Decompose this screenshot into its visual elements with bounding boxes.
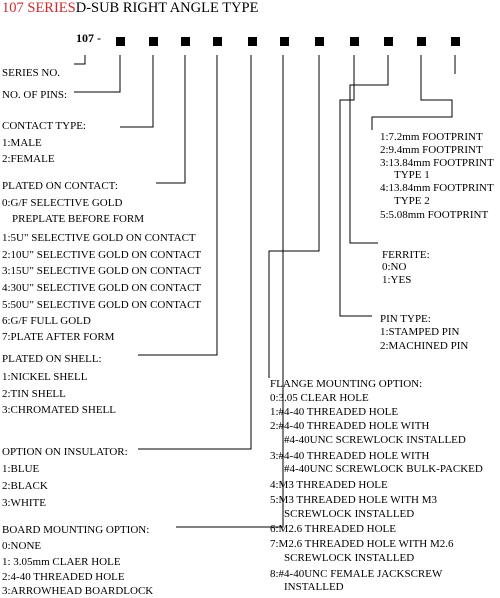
plated-contact-option-3: 3:15U" SELECTIVE GOLD ON CONTACT (2, 265, 202, 277)
flange-option-4: 4:M3 THREADED HOLE (270, 479, 388, 491)
flange-option-2: 2:#4-40 THREADED HOLE WITH (270, 420, 430, 432)
plated-shell-option-3: 3:CHROMATED SHELL (2, 404, 116, 416)
flange-option-5b: SCREWLOCK INSTALLED (284, 508, 415, 520)
contact-type-option-2: 2:FEMALE (2, 153, 55, 165)
contact-type-label: CONTACT TYPE: (2, 120, 86, 132)
code-box-7 (315, 37, 324, 46)
part-code-prefix: 107 - (76, 31, 101, 45)
footprint-option-1: 1:7.2mm FOOTPRINT (380, 131, 483, 143)
flange-option-3b: #4-40UNC SCREWLOCK BULK-PACKED (284, 463, 483, 475)
flange-option-1: 1:#4-40 THREADED HOLE (270, 406, 399, 418)
flange-option-8: 8:#4-40UNC FEMALE JACKSCREW (270, 568, 443, 580)
footprint-option-5: 5:5.08mm FOOTPRINT (380, 209, 489, 221)
page-title: 107 SERIESD-SUB RIGHT ANGLE TYPE (2, 0, 258, 17)
plated-contact-option-4: 4:30U" SELECTIVE GOLD ON CONTACT (2, 282, 202, 294)
line-series-no (74, 55, 86, 65)
pin-type-option-1: 1:STAMPED PIN (380, 326, 460, 338)
line-board-mounting (176, 55, 284, 528)
code-box-4 (213, 37, 222, 46)
flange-option-7: 7:M2.6 THREADED HOLE WITH M2.6 (270, 538, 454, 550)
plated-contact-option-2: 2:10U" SELECTIVE GOLD ON CONTACT (2, 249, 202, 261)
plated-contact-option-7: 7:PLATE AFTER FORM (2, 331, 115, 343)
line-ferrite (349, 55, 389, 244)
ferrite-option-1: 1:YES (382, 274, 412, 286)
plated-contact-option-5: 5:50U" SELECTIVE GOLD ON CONTACT (2, 299, 202, 311)
code-box-9 (384, 37, 393, 46)
line-no-of-pins (74, 55, 121, 93)
board-mounting-option-1: 1: 3.05mm CLAER HOLE (2, 556, 121, 568)
no-of-pins-label: NO. OF PINS: (2, 89, 68, 101)
plated-contact-label: PLATED ON CONTACT: (2, 180, 118, 192)
line-footprint (371, 55, 453, 130)
flange-option-5: 5:M3 THREADED HOLE WITH M3 (270, 494, 438, 506)
line-contact-type (120, 55, 154, 128)
board-mounting-option-3: 3:ARROWHEAD BOARDLOCK (2, 585, 154, 597)
insulator-label: OPTION ON INSULATOR: (2, 446, 128, 458)
board-mounting-option-0: 0:NONE (2, 540, 42, 552)
line-plated-contact (156, 55, 186, 184)
insulator-option-1: 1:BLUE (2, 463, 40, 475)
series-no-label: SERIES NO. (2, 67, 61, 79)
plated-shell-option-2: 2:TIN SHELL (2, 388, 66, 400)
line-plated-shell (138, 55, 218, 356)
code-box-3 (181, 37, 190, 46)
flange-option-2b: #4-40UNC SCREWLOCK INSTALLED (284, 434, 466, 446)
footprint-option-4: 4:13.84mm FOOTPRINT (380, 182, 494, 194)
ferrite-option-0: 0:NO (382, 261, 407, 273)
board-mounting-option-2: 2:4-40 THREADED HOLE (2, 571, 125, 583)
code-box-8 (350, 37, 359, 46)
footprint-option-3b: TYPE 1 (394, 169, 430, 181)
plated-shell-option-1: 1:NICKEL SHELL (2, 371, 88, 383)
type-title: D-SUB RIGHT ANGLE TYPE (75, 0, 259, 16)
code-box-1 (116, 37, 125, 46)
flange-label: FLANGE MOUNTING OPTION: (270, 378, 423, 390)
code-box-10 (417, 37, 426, 46)
flange-option-6: 6:M2.6 THREADED HOLE (270, 523, 396, 535)
code-box-11 (451, 37, 460, 46)
footprint-option-2: 2:9.4mm FOOTPRINT (380, 144, 483, 156)
board-mounting-label: BOARD MOUNTING OPTION: (2, 524, 150, 536)
insulator-option-3: 3:WHITE (2, 497, 46, 509)
plated-contact-option-0: 0:G/F SELECTIVE GOLD (2, 197, 123, 209)
plated-shell-label: PLATED ON SHELL: (2, 353, 102, 365)
footprint-option-3: 3:13.84mm FOOTPRINT (380, 157, 494, 169)
contact-type-option-1: 1:MALE (2, 137, 42, 149)
plated-contact-option-0b: PREPLATE BEFORE FORM (12, 213, 145, 225)
ferrite-label: FERRITE: (382, 249, 430, 261)
line-option-insulator (138, 55, 252, 450)
code-box-6 (280, 37, 289, 46)
pin-type-option-2: 2:MACHINED PIN (380, 340, 469, 352)
flange-option-0: 0:3.05 CLEAR HOLE (270, 392, 369, 404)
flange-option-3: 3:#4-40 THREADED HOLE WITH (270, 450, 430, 462)
insulator-option-2: 2:BLACK (2, 480, 48, 492)
code-box-2 (149, 37, 158, 46)
pin-type-label: PIN TYPE: (380, 313, 431, 325)
flange-option-8b: INSTALLED (284, 581, 344, 593)
line-pin-type (339, 55, 372, 317)
line-flange-mounting (268, 55, 320, 378)
series-title: 107 SERIES (2, 0, 76, 16)
footprint-option-4b: TYPE 2 (394, 195, 430, 207)
plated-contact-option-1: 1:5U" SELECTIVE GOLD ON CONTACT (2, 232, 196, 244)
flange-option-7b: SCREWLOCK INSTALLED (284, 552, 415, 564)
code-box-5 (248, 37, 257, 46)
plated-contact-option-6: 6:G/F FULL GOLD (2, 315, 91, 327)
